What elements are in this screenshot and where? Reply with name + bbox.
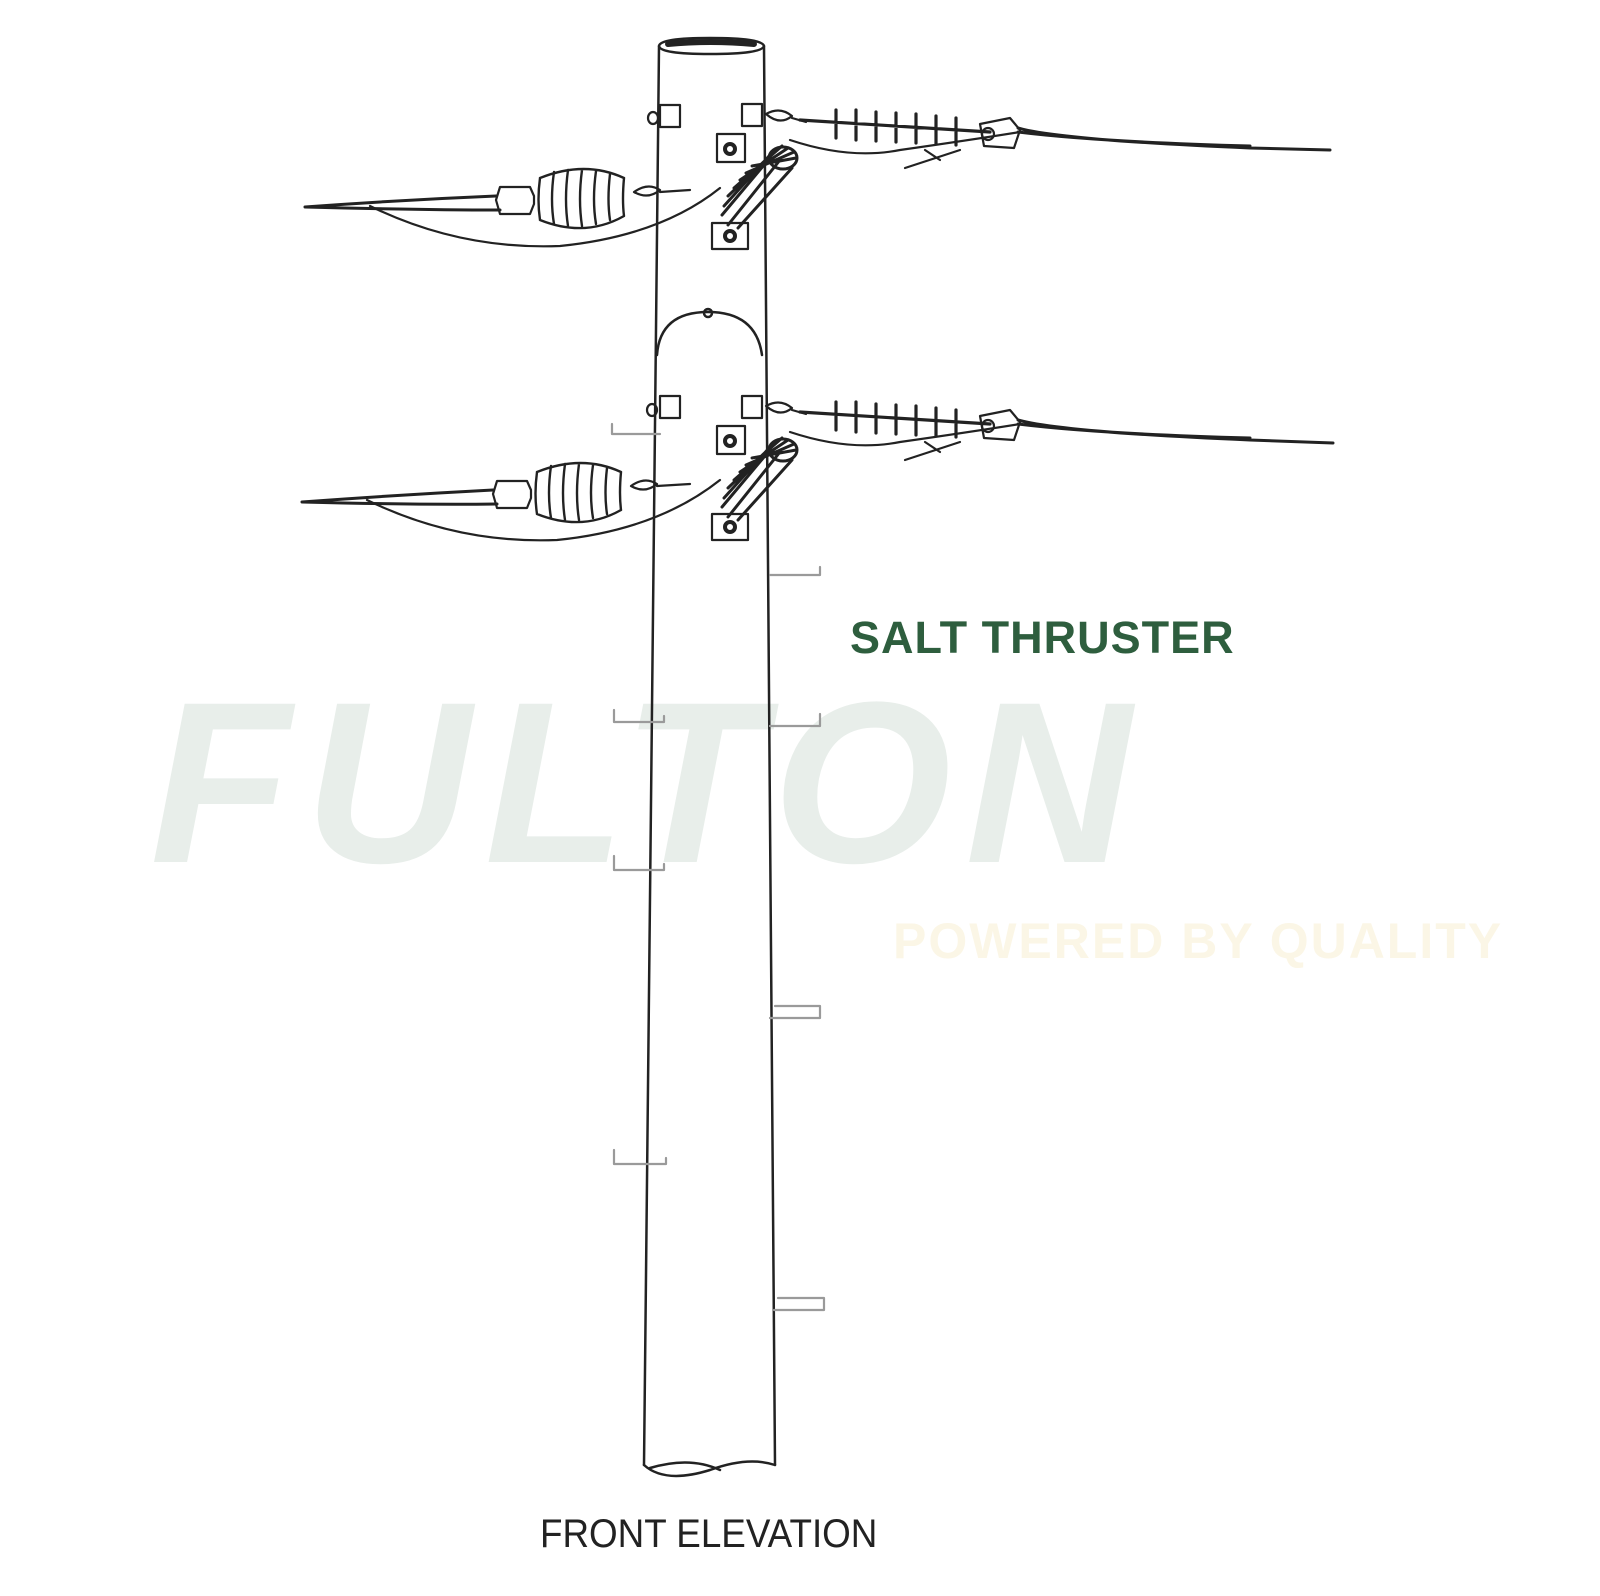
lower-bolt (645, 402, 659, 418)
upper-right-eye (980, 126, 996, 142)
step-bolt (612, 1148, 668, 1166)
lower-left-insulator-string (534, 461, 623, 524)
lower-right-insulator-string (798, 400, 992, 439)
upper-clamp-bottom (710, 221, 750, 251)
product-title: SALT THRUSTER (850, 612, 1235, 663)
upper-post-insulator-cap (767, 145, 799, 171)
upper-right-dead-end (978, 116, 1022, 150)
pole-arch (655, 310, 764, 357)
pole (642, 36, 777, 1478)
upper-right-jumper (788, 130, 1022, 155)
lower-clamp-bottom (710, 512, 750, 542)
lower-left-dead-end (491, 479, 533, 510)
lower-clamp-top (715, 424, 747, 456)
lower-right-eye (980, 418, 996, 434)
drawing-caption: FRONT ELEVATION (540, 1512, 878, 1556)
lower-left-hardware (629, 479, 692, 491)
lower-right-hardware-left (764, 401, 808, 416)
lower-left-conductor (300, 488, 499, 506)
lower-right-conductor (1016, 418, 1335, 445)
step-bolt (612, 708, 666, 724)
upper-right-insulator-string (798, 108, 992, 147)
upper-bolt (646, 110, 660, 126)
step-bolt (768, 712, 822, 728)
lower-clamp-top-bolt (723, 434, 737, 448)
upper-left-insulator-string (537, 167, 626, 230)
lower-post-insulator (720, 436, 798, 522)
pole-arch-hook (702, 307, 714, 319)
upper-right-hardware-left (764, 109, 808, 124)
upper-left-hardware (632, 185, 692, 197)
lower-clamp-bottom-bolt (723, 520, 737, 534)
upper-clamp-top (715, 132, 747, 164)
step-bolt (612, 854, 666, 872)
step-bolt (772, 1296, 826, 1312)
step-bolts (610, 422, 826, 1312)
upper-right-conductor (1016, 126, 1332, 152)
step-bolt (768, 565, 822, 577)
pole-right-edge (762, 44, 777, 1467)
upper-clamp-top-bolt (723, 142, 737, 156)
upper-left-jumper (368, 186, 722, 248)
upper-left-dead-end (494, 185, 536, 216)
lower-bracket-left (658, 394, 682, 420)
lower-left-jumper (365, 478, 722, 542)
lower-right-tail (903, 440, 962, 462)
lower-bracket-right (740, 394, 764, 420)
lower-right-jumper (788, 422, 1022, 447)
upper-post-insulator (720, 144, 798, 230)
upper-clamp-bottom-bolt (723, 229, 737, 243)
pole-top-cap-shade (665, 39, 757, 47)
lower-post-insulator-cap (767, 437, 799, 463)
upper-assembly (303, 102, 1332, 251)
step-bolt (768, 1004, 822, 1020)
pole-bottom-break (642, 1460, 777, 1478)
upper-bracket-right (740, 102, 764, 128)
pole-bottom-break-inner (648, 1461, 722, 1472)
upper-left-conductor (303, 194, 502, 212)
step-bolt (610, 422, 662, 436)
upper-bracket-left (658, 103, 682, 129)
lower-right-dead-end (978, 408, 1022, 442)
upper-right-tail (903, 148, 962, 170)
lower-assembly (300, 394, 1335, 542)
pole-left-edge (642, 44, 661, 1467)
